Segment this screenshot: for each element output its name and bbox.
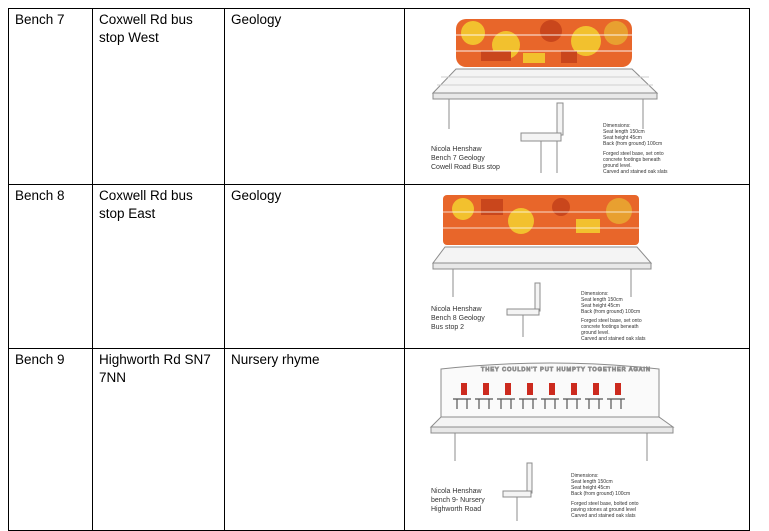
svg-text:Forged steel base, set onto: Forged steel base, set onto <box>581 318 642 324</box>
svg-text:Seat length 150cm: Seat length 150cm <box>581 297 623 303</box>
svg-text:Back (from ground) 100cm: Back (from ground) 100cm <box>571 491 630 497</box>
svg-text:Dimensions:: Dimensions: <box>581 291 609 297</box>
caption-line: bench 9- Nursery <box>431 497 485 504</box>
svg-text:Seat length 150cm: Seat length 150cm <box>603 129 645 135</box>
bench-name: Bench 8 <box>8 184 93 349</box>
dimensions-block: Dimensions: Seat length 150cm Seat heigh… <box>571 473 639 519</box>
svg-text:ground level.: ground level. <box>603 163 632 169</box>
caption-block: Nicola Henshaw Bench 7 Geology Cowell Ro… <box>431 146 500 171</box>
bench-9-design-drawing: THEY COULDN'T PUT HUMPTY TOGETHER AGAIN <box>429 362 675 521</box>
bench-theme: Nursery rhyme <box>224 348 405 531</box>
svg-text:Forged steel base, set onto: Forged steel base, set onto <box>603 151 664 157</box>
caption-line: Bench 7 Geology <box>431 155 485 162</box>
svg-text:Carved and stained oak slats: Carved and stained oak slats <box>571 513 636 519</box>
caption-line: Cowell Road Bus stop <box>431 164 500 171</box>
svg-text:Carved and stained oak slats: Carved and stained oak slats <box>603 169 668 175</box>
bench-location: Coxwell Rd bus stop West <box>92 8 225 185</box>
bench-theme: Geology <box>224 184 405 349</box>
svg-text:Forged steel base, bolted onto: Forged steel base, bolted onto <box>571 501 639 507</box>
bench-seat-sketch <box>432 246 653 297</box>
svg-text:concrete footings beneath: concrete footings beneath <box>603 157 661 163</box>
backrest-inscription: THEY COULDN'T PUT HUMPTY TOGETHER AGAIN <box>481 367 651 373</box>
bench-design-cell: Nicola Henshaw Bench 8 Geology Bus stop … <box>404 184 750 349</box>
horse-and-rider-frieze <box>453 383 625 409</box>
bench-location: Coxwell Rd bus stop East <box>92 184 225 349</box>
bench-7-design-drawing: Nicola Henshaw Bench 7 Geology Cowell Ro… <box>431 19 668 175</box>
svg-text:Dimensions:: Dimensions: <box>571 473 599 479</box>
svg-text:Back (from ground) 100cm: Back (from ground) 100cm <box>581 309 640 315</box>
svg-text:Seat length 150cm: Seat length 150cm <box>571 479 613 485</box>
svg-text:ground level.: ground level. <box>581 330 610 336</box>
bench-side-elevation <box>520 102 564 173</box>
bench-side-elevation <box>502 462 533 521</box>
svg-text:Carved and stained oak slats: Carved and stained oak slats <box>581 336 646 342</box>
table-row: Bench 7 Coxwell Rd bus stop West Geology <box>8 8 750 185</box>
caption-line: Nicola Henshaw <box>431 488 483 495</box>
geology-backrest-pattern <box>443 195 639 245</box>
svg-text:concrete footings beneath: concrete footings beneath <box>581 324 639 330</box>
bench-seat-sketch <box>431 68 659 129</box>
svg-text:Seat height 45cm: Seat height 45cm <box>571 485 610 491</box>
dimensions-block: Dimensions: Seat length 150cm Seat heigh… <box>581 291 646 342</box>
caption-line: Nicola Henshaw <box>431 306 483 313</box>
svg-text:Seat height 45cm: Seat height 45cm <box>581 303 620 309</box>
caption-line: Nicola Henshaw <box>431 146 483 153</box>
caption-line: Bus stop 2 <box>431 324 464 331</box>
dimensions-block: Dimensions: Seat length 150cm Seat heigh… <box>603 123 668 175</box>
svg-text:Back (from ground) 100cm: Back (from ground) 100cm <box>603 141 662 147</box>
bench-side-elevation <box>506 282 541 337</box>
bench-location: Highworth Rd SN7 7NN <box>92 348 225 531</box>
caption-block: Nicola Henshaw bench 9- Nursery Highwort… <box>431 488 485 513</box>
bench-design-cell: Nicola Henshaw Bench 7 Geology Cowell Ro… <box>404 8 750 185</box>
caption-line: Bench 8 Geology <box>431 315 485 322</box>
bench-8-design-drawing: Nicola Henshaw Bench 8 Geology Bus stop … <box>431 195 653 342</box>
bench-table: Bench 7 Coxwell Rd bus stop West Geology <box>8 8 750 531</box>
svg-text:paving stones at ground level: paving stones at ground level <box>571 507 636 513</box>
caption-block: Nicola Henshaw Bench 8 Geology Bus stop … <box>431 306 485 331</box>
bench-theme: Geology <box>224 8 405 185</box>
bench-seat-sketch <box>429 416 675 461</box>
bench-name: Bench 7 <box>8 8 93 185</box>
caption-line: Highworth Road <box>431 506 481 513</box>
table-row: Bench 9 Highworth Rd SN7 7NN Nursery rhy… <box>8 348 750 531</box>
bench-name: Bench 9 <box>8 348 93 531</box>
svg-text:Dimensions:: Dimensions: <box>603 123 631 129</box>
table-row: Bench 8 Coxwell Rd bus stop East Geology <box>8 184 750 349</box>
bench-design-cell: THEY COULDN'T PUT HUMPTY TOGETHER AGAIN <box>404 348 750 531</box>
svg-text:Seat height 45cm: Seat height 45cm <box>603 135 642 141</box>
geology-backrest-pattern <box>456 19 632 67</box>
